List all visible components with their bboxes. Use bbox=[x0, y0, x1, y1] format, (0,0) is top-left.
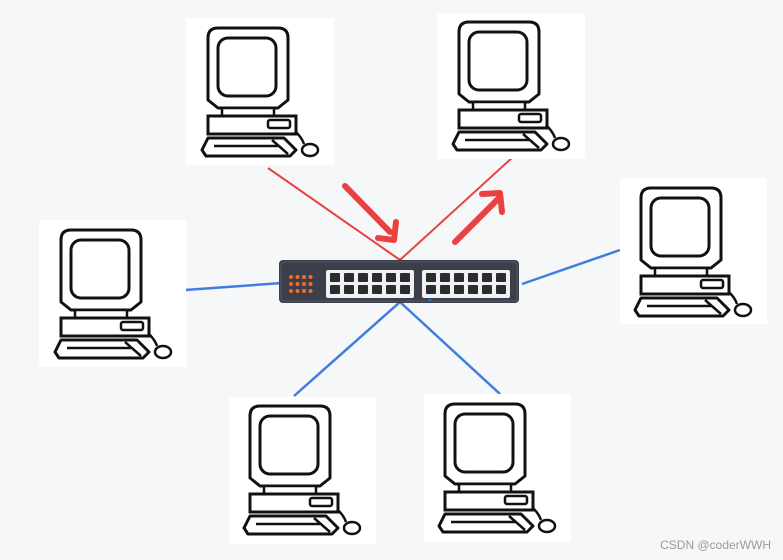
switch-port bbox=[372, 273, 382, 282]
switch-port bbox=[358, 273, 368, 282]
switch-port bbox=[386, 285, 396, 294]
switch-port bbox=[344, 285, 354, 294]
switch-port bbox=[426, 273, 436, 282]
switch-port bbox=[330, 273, 340, 282]
status-led bbox=[309, 289, 313, 293]
switch-port bbox=[468, 273, 478, 282]
edge-top-left-to-switch bbox=[268, 168, 400, 260]
computer-right bbox=[620, 178, 767, 324]
flow-arrow-in bbox=[345, 186, 396, 240]
computer-bottom-left bbox=[229, 397, 376, 544]
edge-left-to-switch bbox=[185, 283, 282, 290]
switch-port bbox=[400, 273, 410, 282]
switch-port bbox=[482, 273, 492, 282]
status-led bbox=[302, 289, 306, 293]
status-led bbox=[296, 282, 300, 286]
switch-port bbox=[440, 285, 450, 294]
switch-port bbox=[330, 285, 340, 294]
status-led bbox=[289, 282, 293, 286]
computer-left bbox=[39, 220, 186, 367]
switch-port bbox=[454, 273, 464, 282]
switch-port bbox=[454, 285, 464, 294]
edge-right-to-switch bbox=[522, 250, 620, 284]
edge-switch-to-top-right bbox=[400, 156, 514, 260]
switch-port bbox=[482, 285, 492, 294]
computer-top-right bbox=[437, 13, 585, 159]
status-led bbox=[296, 289, 300, 293]
status-led bbox=[309, 275, 313, 279]
watermark: CSDN @coderWWH bbox=[660, 538, 771, 552]
status-led bbox=[309, 282, 313, 286]
switch-port bbox=[386, 273, 396, 282]
switch-port bbox=[468, 285, 478, 294]
switch-port bbox=[372, 285, 382, 294]
edge-bottom-left-to-switch bbox=[294, 302, 400, 396]
switch-port bbox=[344, 273, 354, 282]
status-led bbox=[296, 275, 300, 279]
edge-bottom-right-to-switch bbox=[400, 302, 500, 394]
switch-port bbox=[440, 273, 450, 282]
status-led bbox=[289, 275, 293, 279]
switch-port bbox=[426, 285, 436, 294]
flow-arrow-out bbox=[455, 193, 502, 242]
switch-port bbox=[400, 285, 410, 294]
network-switch-icon bbox=[279, 260, 519, 303]
computer-bottom-right bbox=[424, 394, 571, 542]
status-led bbox=[289, 289, 293, 293]
switch-port bbox=[358, 285, 368, 294]
status-led bbox=[302, 275, 306, 279]
switch-port bbox=[496, 273, 506, 282]
computer-top-left bbox=[186, 18, 334, 165]
switch-port bbox=[496, 285, 506, 294]
status-led bbox=[302, 282, 306, 286]
